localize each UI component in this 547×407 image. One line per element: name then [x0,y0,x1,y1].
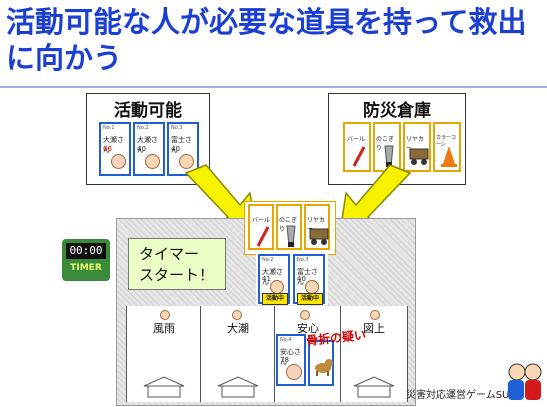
saw-icon [286,225,296,247]
person-card-name: 大瀬さん [137,136,158,154]
tool-card-cart: リヤカー [304,204,330,250]
person-card-age: 40 [171,145,180,153]
footer-text: 災害対応運営ゲームSUG [406,390,518,401]
room: 大潮 [200,306,275,402]
speech-box: タイマー スタート！ [128,238,226,290]
speech-line-1: タイマー [139,245,200,263]
storage-box-title: 防災倉庫 [363,101,431,121]
room-label: 図上 [363,322,385,335]
dog-icon [315,359,333,376]
room-label: 大潮 [227,322,249,335]
crowbar-icon [352,146,366,167]
tool-card-cone: カラーコーン [433,122,461,172]
traffic-cone-icon [441,146,457,167]
room-label: 風雨 [153,322,175,335]
house-icon [353,376,395,398]
room: 図上 [340,306,408,402]
active-badge: 活動中 [297,293,323,305]
resident-face-icon [370,310,380,320]
timer-icon: 00:00 TIMER [62,239,110,281]
timer-label: TIMER [70,263,102,273]
person-card: No.3 富士さん 40 [167,122,199,176]
rescue-person-card: No.4 安心さん 78 [276,334,306,386]
person-card: No.1 大瀬さん 66 [99,122,131,176]
person-card-age: 66 [103,145,112,153]
tool-card-crowbar: バール [248,204,274,250]
active-person-card: No.3 富士さん 40 活動中 [293,254,325,305]
elder-face-icon [286,364,302,380]
timer-display: 00:00 [66,243,106,259]
man-face-icon [179,154,194,169]
slide-title: 活動可能な人が必要な道具を持って救出に向かう [6,5,527,75]
room: 風雨 [126,306,201,402]
storage-box: 防災倉庫 バール のこぎり リヤカー カラーコーン [328,93,466,185]
man-face-icon [145,154,160,169]
cart-icon [409,148,429,165]
resident-face-icon [300,310,310,320]
person-card: No.2 大瀬さん 40 [133,122,165,176]
man-face-icon [305,280,319,294]
cart-icon [309,228,329,245]
person-card-name: 富士さん [171,136,192,154]
pet-card [308,340,334,386]
house-icon [217,376,259,398]
resident-face-icon [232,310,242,320]
crowbar-icon [256,226,270,247]
man-face-icon [270,280,284,294]
tool-card-cart: リヤカー [403,122,431,172]
person-card-age: 40 [137,145,146,153]
tool-card-saw: のこぎり [276,204,302,250]
resident-face-icon [160,310,170,320]
room-label: 安心 [297,322,319,335]
speech-line-2: スタート！ [139,266,215,284]
active-person-card: No.2 大瀬さん 41 活動中 [258,254,290,305]
person-card-name: 大瀬さん [103,136,124,154]
logo-icon [508,363,542,400]
tool-card-saw: のこぎり [373,122,401,172]
house-icon [143,376,185,398]
available-box-title: 活動可能 [114,101,182,121]
title-divider [0,86,547,88]
active-badge: 活動中 [262,293,288,305]
elder-face-icon [111,154,126,169]
available-box: 活動可能 No.1 大瀬さん 66 No.2 大瀬さん 40 No.3 富士さん… [86,93,210,185]
tool-card-crowbar: バール [343,122,371,172]
